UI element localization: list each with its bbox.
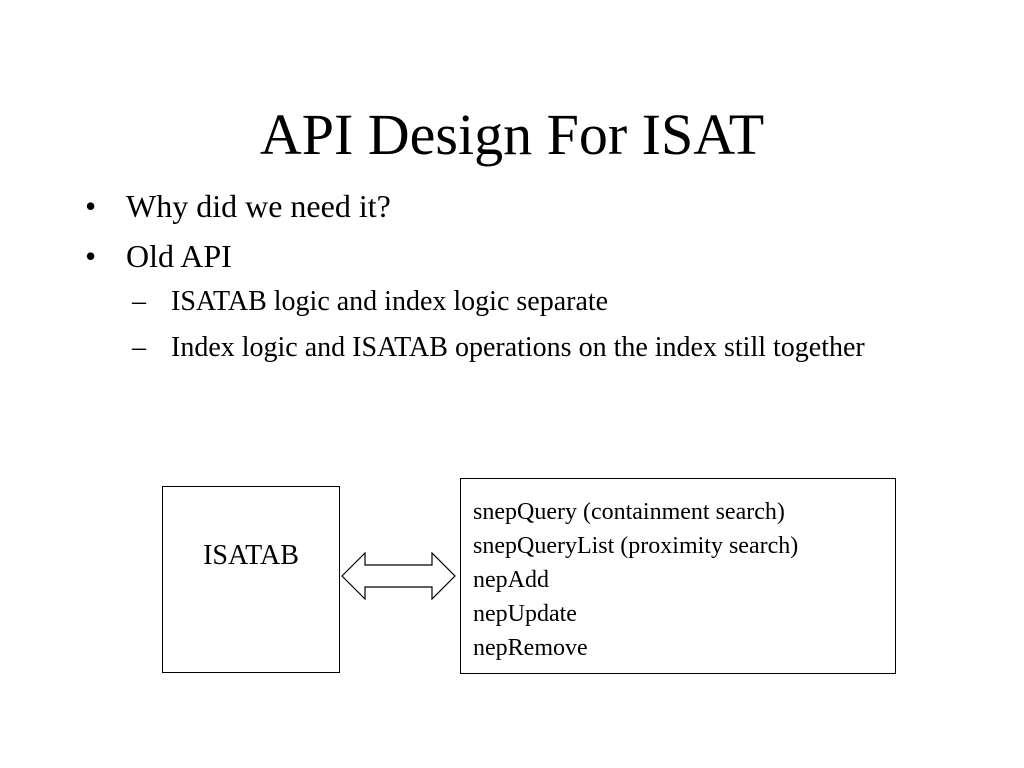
isatab-box: ISATAB [162,486,340,673]
slide-title: API Design For ISAT [259,102,765,167]
api-functions-box: snepQuery (containment search) snepQuery… [460,478,896,674]
bullet-text: Old API [126,238,232,274]
api-function-list: snepQuery (containment search) snepQuery… [473,495,895,665]
api-function-item: nepUpdate [473,601,577,627]
double-headed-arrow-icon [341,552,456,600]
arrow-shape [341,552,456,600]
bullet-marker: • [85,238,97,274]
sub-bullet-item: – ISATAB logic and index logic separate [85,284,945,319]
isatab-box-label: ISATAB [203,540,299,571]
sub-bullet-marker: – [132,286,146,317]
bullet-text: Why did we need it? [126,188,391,224]
api-function-item: nepAdd [473,567,549,593]
bullet-marker: • [85,188,97,224]
sub-bullet-marker: – [132,332,146,363]
bullet-list: • Why did we need it? • Old API – ISATAB… [85,184,945,376]
bullet-item: • Old API [85,234,945,278]
bullet-item: • Why did we need it? [85,184,945,228]
api-function-item: snepQuery (containment search) [473,499,785,525]
sub-bullet-text: ISATAB logic and index logic separate [171,286,609,317]
api-function-item: snepQueryList (proximity search) [473,533,799,559]
sub-bullet-item: – Index logic and ISATAB operations on t… [85,330,945,365]
sub-bullet-text: Index logic and ISATAB operations on the… [171,332,865,363]
api-function-item: nepRemove [473,635,588,661]
